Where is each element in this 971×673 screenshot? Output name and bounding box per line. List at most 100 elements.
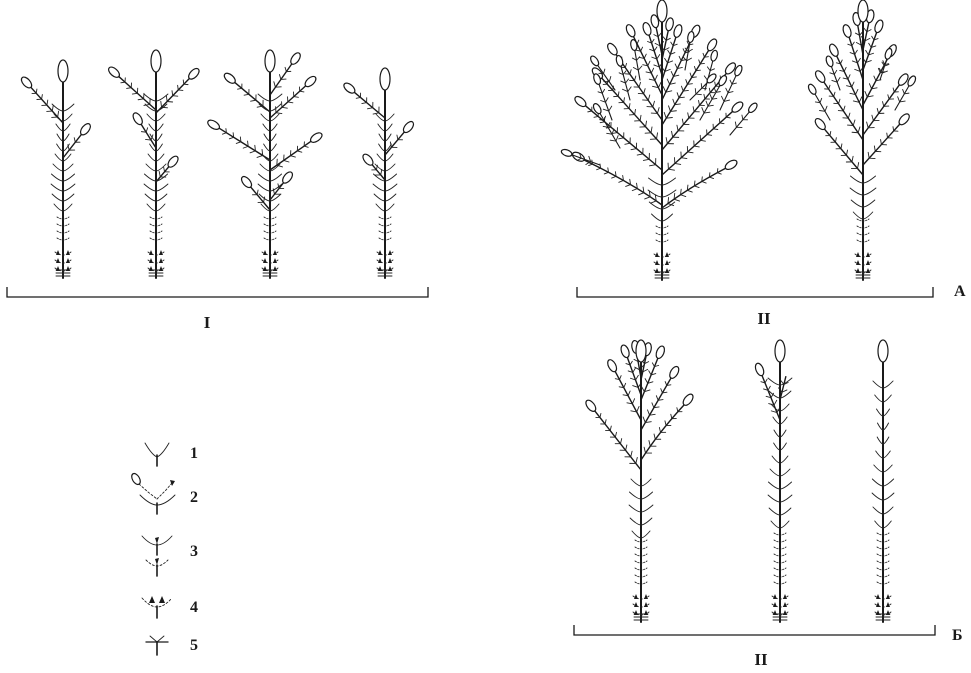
node-leaf bbox=[376, 153, 394, 162]
leaf-tick bbox=[249, 150, 256, 154]
bud bbox=[362, 153, 374, 166]
axillary-bud bbox=[639, 546, 643, 550]
leaf-tick bbox=[625, 78, 629, 84]
legend-item-1: 1 bbox=[144, 442, 198, 467]
bud bbox=[630, 38, 638, 52]
leaf-tick bbox=[639, 56, 645, 59]
leaf-tick bbox=[854, 49, 858, 55]
paired-bud bbox=[273, 266, 277, 271]
leaf-tick bbox=[658, 426, 661, 433]
paired-bud bbox=[856, 252, 860, 257]
leaf-tick bbox=[284, 66, 287, 73]
leaf-tick bbox=[676, 66, 683, 69]
leaf-tick bbox=[814, 101, 821, 104]
node-leaf bbox=[53, 203, 73, 212]
leaf-tick bbox=[636, 56, 641, 61]
paired-bud bbox=[149, 258, 153, 263]
leaf-tick bbox=[158, 171, 161, 178]
leaf-tick bbox=[667, 60, 674, 64]
leaf-tick bbox=[672, 43, 678, 47]
leaf-tick bbox=[843, 66, 847, 72]
leaf-tick bbox=[618, 72, 624, 76]
leaf-tick bbox=[682, 90, 689, 92]
bud bbox=[642, 21, 652, 36]
leaf-tick bbox=[585, 161, 592, 165]
leaf-tick bbox=[648, 440, 651, 447]
leaf-tick bbox=[221, 132, 227, 135]
node-leaf bbox=[146, 203, 166, 212]
leaf-tick bbox=[661, 391, 668, 394]
leaf-tick bbox=[731, 82, 737, 85]
leaf-tick bbox=[41, 94, 43, 100]
leaf-tick bbox=[242, 145, 249, 149]
paired-bud bbox=[876, 602, 880, 607]
node-leaf bbox=[146, 113, 166, 122]
paired-bud bbox=[634, 610, 638, 615]
leaf-tick bbox=[672, 98, 676, 106]
leaf-tick bbox=[868, 83, 873, 90]
branch bbox=[684, 41, 691, 71]
node-leaf bbox=[149, 143, 163, 152]
leaf-tick bbox=[855, 89, 859, 96]
leaf-tick bbox=[674, 162, 682, 165]
node-leaf bbox=[260, 113, 280, 122]
leaf-tick bbox=[899, 100, 906, 103]
leaf-tick bbox=[232, 132, 235, 138]
leaf-tick bbox=[693, 180, 696, 187]
leaf-tick bbox=[871, 87, 878, 90]
leaf-tick bbox=[644, 361, 650, 365]
axillary-bud bbox=[660, 232, 664, 236]
leaf-tick bbox=[665, 90, 673, 93]
leaf-tick bbox=[682, 48, 686, 54]
leaf-tick bbox=[882, 60, 885, 65]
node-leaf bbox=[874, 520, 892, 529]
terminal-bud bbox=[774, 339, 786, 363]
axillary-bud bbox=[383, 230, 387, 234]
leaf-tick bbox=[618, 137, 625, 140]
leaf-tick bbox=[588, 163, 593, 167]
leaf-tick bbox=[847, 74, 851, 80]
node-leaf bbox=[144, 103, 168, 112]
leaf-tick bbox=[668, 105, 671, 112]
bud bbox=[304, 75, 317, 88]
leaf-tick bbox=[650, 373, 657, 376]
leaf-tick bbox=[702, 52, 705, 58]
leaf-tick bbox=[46, 99, 49, 106]
leaf-tick bbox=[638, 192, 645, 196]
leaf-tick bbox=[622, 70, 627, 76]
node-leaf bbox=[372, 183, 398, 192]
leaf-tick bbox=[653, 64, 660, 68]
leaf-tick bbox=[254, 144, 256, 152]
branch bbox=[661, 49, 710, 126]
node-leaf bbox=[653, 269, 671, 274]
legend-number-4: 4 bbox=[190, 599, 198, 616]
leaf-tick bbox=[835, 62, 841, 65]
paired-bud bbox=[378, 258, 382, 263]
leaf-tick bbox=[781, 389, 788, 393]
leaf-tick bbox=[686, 184, 689, 191]
axillary-bud bbox=[881, 546, 885, 550]
bud bbox=[615, 54, 624, 67]
paired-bud bbox=[66, 266, 70, 271]
paired-bud bbox=[866, 268, 870, 273]
leaf-tick bbox=[654, 364, 660, 368]
bud bbox=[593, 73, 602, 85]
leaf-tick bbox=[833, 69, 838, 75]
leaf-tick bbox=[868, 42, 872, 48]
leaf-tick bbox=[622, 175, 624, 181]
node-leaf bbox=[875, 450, 891, 459]
leaf-tick bbox=[852, 119, 856, 126]
paired-bud bbox=[644, 602, 648, 607]
node-leaf bbox=[651, 213, 673, 222]
paired-bud bbox=[149, 266, 153, 271]
legend-item-2: 2 bbox=[131, 472, 198, 515]
branch bbox=[234, 81, 271, 113]
axillary-bud bbox=[61, 230, 65, 234]
leaf-tick bbox=[630, 148, 637, 151]
leaf-tick bbox=[603, 171, 609, 175]
node-leaf bbox=[648, 201, 676, 210]
node-leaf bbox=[854, 261, 872, 266]
node-leaf bbox=[628, 491, 654, 500]
leaf-tick bbox=[273, 81, 276, 88]
bud bbox=[655, 345, 666, 360]
